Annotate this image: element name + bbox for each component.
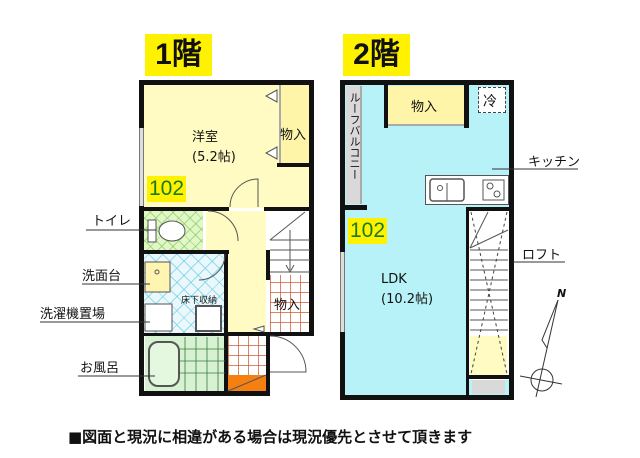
closet-2f-label: 物入	[411, 100, 438, 115]
loft-bottom-box	[472, 380, 505, 394]
closet-top-label: 物入	[280, 128, 307, 143]
stairs-1f	[268, 211, 310, 275]
wall	[139, 333, 229, 336]
wall	[224, 250, 228, 392]
wall	[266, 250, 270, 280]
underfloor-storage-label: 床下収納	[181, 296, 218, 306]
wall	[264, 207, 314, 211]
fridge-space	[478, 87, 506, 113]
wall	[277, 163, 310, 167]
wall	[384, 82, 388, 128]
western-room-label: 洋室 (5.2帖)	[192, 128, 236, 168]
roof-balcony	[346, 86, 362, 204]
loft-storage	[470, 336, 507, 376]
wall	[228, 332, 314, 336]
compass-north-label: N	[557, 287, 567, 300]
wall	[340, 395, 514, 400]
wall	[266, 336, 270, 396]
room-size: (10.2帖)	[381, 292, 434, 307]
callout-bath: お風呂	[80, 361, 120, 376]
closet-2f	[386, 86, 466, 126]
north-arrow-icon	[519, 299, 563, 398]
callout-washbasin: 洗面台	[82, 269, 122, 284]
callout-washing-machine: 洗濯機置場	[40, 307, 106, 322]
closet-mid	[270, 275, 310, 333]
floor-2-title: 2階	[343, 34, 410, 76]
wall	[139, 391, 269, 396]
window	[139, 128, 144, 206]
fridge-label: 冷	[483, 94, 497, 110]
disclaimer-note: ■図面と現況に相違がある場合は現況優先とさせて頂きます	[68, 428, 473, 446]
wall	[468, 375, 510, 379]
wall	[139, 250, 229, 254]
entrance-tiles	[228, 336, 266, 376]
wall	[139, 80, 314, 85]
unit-number-1f: 102	[147, 176, 187, 202]
closet-mid-label: 物入	[274, 298, 301, 313]
wall	[340, 80, 514, 85]
room-name: LDK	[381, 272, 407, 287]
wall	[466, 207, 469, 397]
floor-1-title: 1階	[145, 34, 212, 76]
wall	[466, 207, 510, 211]
room-size: (5.2帖)	[192, 150, 236, 165]
window	[340, 252, 345, 332]
wall	[139, 80, 144, 395]
unit-number-2f: 102	[348, 218, 388, 244]
wall	[340, 205, 367, 210]
callout-kitchen: キッチン	[528, 155, 581, 170]
wall	[139, 207, 229, 211]
wall	[464, 82, 469, 128]
closet-top	[279, 84, 309, 164]
callout-loft: ロフト	[522, 248, 562, 263]
wall	[509, 80, 514, 400]
callout-toilet: トイレ	[92, 214, 132, 229]
ldk-label: LDK (10.2帖)	[381, 270, 433, 310]
roof-balcony-label: ルーフバルコニー	[348, 92, 361, 180]
wall	[340, 80, 345, 400]
room-name: 洋室	[192, 130, 219, 145]
